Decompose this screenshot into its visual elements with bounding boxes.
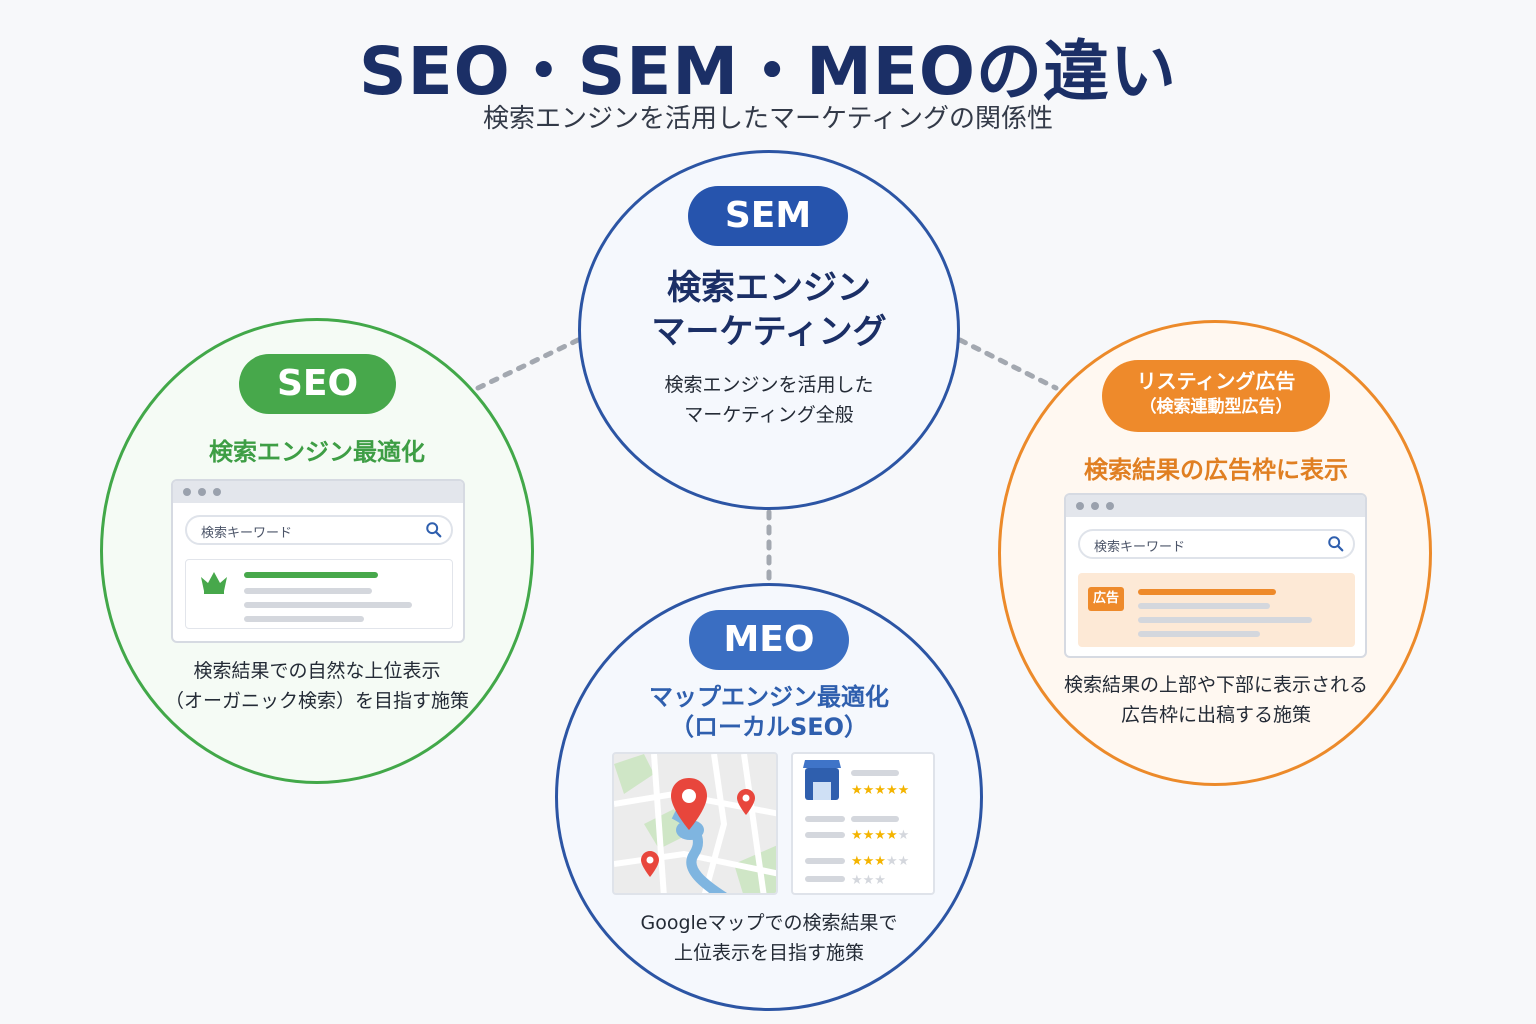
result-text-line xyxy=(244,616,364,622)
page-title: SEO・SEM・MEOの違い xyxy=(359,33,1177,110)
listing-graphic: ★★★★★ ★★★★★ ★★★★★ ★★★ xyxy=(803,760,909,888)
map-pin-icon xyxy=(671,778,707,830)
listing-ads-heading: 検索結果の広告枠に表示 xyxy=(1084,456,1348,484)
svg-text:★★★: ★★★ xyxy=(851,873,886,888)
connector-sem-seo xyxy=(475,337,581,391)
ad-result: 広告 xyxy=(1078,573,1355,647)
seo-browser-mockup: 検索キーワード xyxy=(171,479,465,643)
window-dot-icon xyxy=(183,488,191,496)
meo-heading: マップエンジン最適化 （ローカルSEO） xyxy=(585,682,953,742)
seo-heading: 検索エンジン最適化 xyxy=(209,438,425,466)
ad-text-line xyxy=(1138,603,1270,609)
seo-badge: SEO xyxy=(239,354,396,414)
ads-search-placeholder: 検索キーワード xyxy=(1094,540,1186,555)
ads-browser-mockup: 検索キーワード 広告 xyxy=(1064,493,1367,658)
seo-desc-line1: 検索結果での自然な上位表示 xyxy=(193,660,441,682)
window-dot-icon xyxy=(213,488,221,496)
result-text-line xyxy=(244,602,412,608)
window-dot-icon xyxy=(1076,502,1084,510)
ad-text-line xyxy=(1138,631,1260,637)
ad-title-line xyxy=(1138,589,1276,595)
listing-ads-badge-line1: リスティング広告 xyxy=(1136,369,1296,393)
seo-desc-line2: （オーガニック検索）を目指す施策 xyxy=(164,690,469,712)
svg-text:★★★★★: ★★★★★ xyxy=(851,783,909,798)
sem-badge: SEM xyxy=(688,186,848,246)
map-illustration xyxy=(612,752,778,895)
svg-text:★★★★★: ★★★★★ xyxy=(851,854,909,869)
window-dot-icon xyxy=(1091,502,1099,510)
ad-text-line xyxy=(1138,617,1312,623)
sem-desc-line1: 検索エンジンを活用した xyxy=(664,374,874,396)
business-listing-illustration: ★★★★★ ★★★★★ ★★★★★ ★★★ xyxy=(791,752,935,895)
seo-description: 検索結果での自然な上位表示 （オーガニック検索）を目指す施策 xyxy=(130,656,504,716)
listing-ads-badge-line2: （検索連動型広告） xyxy=(1139,397,1293,417)
listing-ads-badge: リスティング広告 （検索連動型広告） xyxy=(1102,360,1330,432)
window-dot-icon xyxy=(198,488,206,496)
meo-description: Googleマップでの検索結果で 上位表示を目指す施策 xyxy=(585,908,953,968)
connector-sem-ads xyxy=(957,337,1059,391)
listing-ads-description: 検索結果の上部や下部に表示される 広告枠に出稿する施策 xyxy=(1030,670,1402,730)
meo-heading-line1: マップエンジン最適化 xyxy=(649,683,889,711)
seo-search-placeholder: 検索キーワード xyxy=(201,526,293,541)
organic-result xyxy=(185,559,453,629)
meo-desc-line2: 上位表示を目指す施策 xyxy=(673,942,864,964)
map-pin-icon xyxy=(641,851,659,877)
result-text-line xyxy=(244,588,372,594)
window-dot-icon xyxy=(1106,502,1114,510)
ads-desc-line2: 広告枠に出稿する施策 xyxy=(1120,704,1311,726)
map-pin-icon xyxy=(737,789,755,815)
sem-desc-line2: マーケティング全般 xyxy=(684,404,854,426)
sem-heading: 検索エンジン マーケティング xyxy=(600,266,938,354)
page-subtitle: 検索エンジンを活用したマーケティングの関係性 xyxy=(483,104,1053,134)
search-icon xyxy=(426,522,442,538)
search-icon xyxy=(1328,536,1344,552)
result-title-line xyxy=(244,572,378,578)
meo-heading-line2: （ローカルSEO） xyxy=(669,713,869,741)
ads-desc-line1: 検索結果の上部や下部に表示される xyxy=(1063,674,1368,696)
sem-description: 検索エンジンを活用した マーケティング全般 xyxy=(600,370,938,430)
browser-titlebar xyxy=(1066,495,1365,517)
store-icon xyxy=(803,760,841,800)
svg-text:★★★★★: ★★★★★ xyxy=(851,828,909,843)
meo-badge: MEO xyxy=(689,610,849,670)
ads-search-box: 検索キーワード xyxy=(1078,529,1355,559)
browser-titlebar xyxy=(173,481,463,503)
seo-search-box: 検索キーワード xyxy=(185,515,453,545)
sem-heading-line2: マーケティング xyxy=(651,312,887,352)
map-graphic xyxy=(614,754,776,893)
meo-desc-line1: Googleマップでの検索結果で xyxy=(640,912,898,934)
sem-heading-line1: 検索エンジン xyxy=(667,268,871,308)
crown-icon xyxy=(201,572,227,594)
ad-label-badge: 広告 xyxy=(1088,587,1124,611)
